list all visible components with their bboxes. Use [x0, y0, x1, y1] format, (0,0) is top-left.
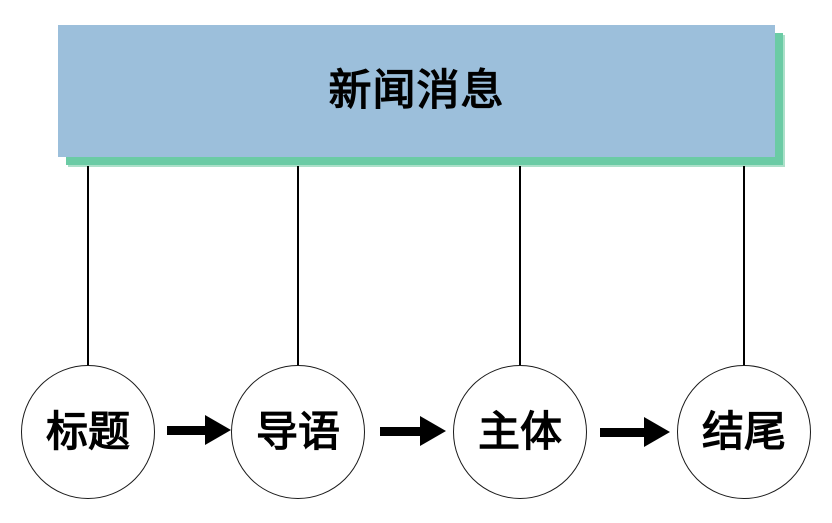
connector-line-3	[519, 166, 521, 366]
node-ending-circle: 结尾	[677, 365, 811, 499]
connector-line-2	[297, 166, 299, 366]
connector-line-4	[743, 166, 745, 366]
diagram-title: 新闻消息	[328, 65, 505, 116]
arrow-head	[644, 417, 670, 447]
arrow-shaft	[167, 425, 205, 435]
arrow-shaft	[600, 427, 644, 437]
arrow-head	[205, 415, 231, 445]
connector-line-1	[87, 166, 89, 366]
node-body-label: 主体	[477, 407, 562, 456]
right-arrow-icon-1	[167, 415, 231, 445]
arrow-shaft	[380, 426, 420, 436]
news-message-box: 新闻消息	[58, 25, 775, 157]
node-lead-circle: 导语	[231, 365, 365, 499]
node-title-circle: 标题	[21, 365, 155, 499]
node-title-label: 标题	[45, 407, 130, 456]
node-ending-label: 结尾	[701, 407, 786, 456]
node-lead-label: 导语	[255, 407, 340, 456]
right-arrow-icon-2	[380, 416, 446, 446]
arrow-head	[420, 416, 446, 446]
right-arrow-icon-3	[600, 417, 670, 447]
node-body-circle: 主体	[453, 365, 587, 499]
